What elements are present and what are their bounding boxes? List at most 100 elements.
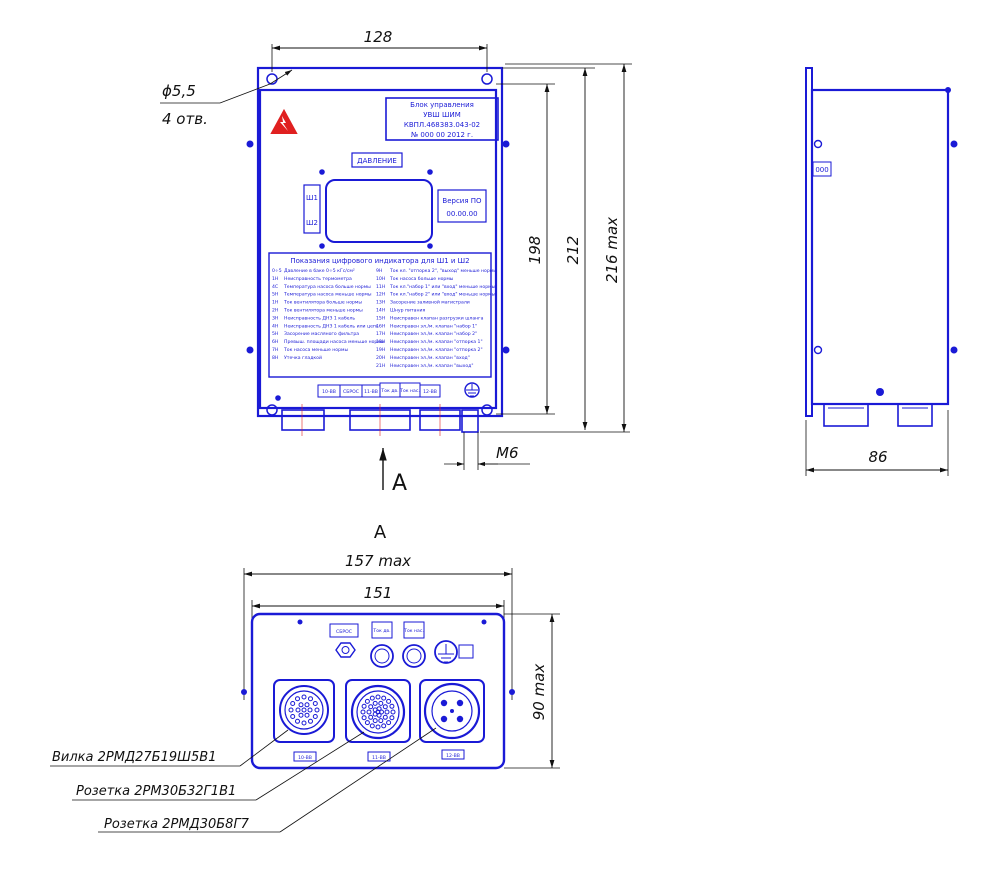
right-row-code: 11Н — [376, 284, 385, 290]
plate-line-2: УВШ ШИМ — [423, 111, 461, 119]
left-row-code: 0÷5 — [272, 268, 282, 274]
digital-indicator — [325, 179, 433, 243]
left-row-code: 1Н — [272, 276, 278, 282]
bottom-housing — [250, 612, 506, 770]
dim-198: 198 — [526, 236, 544, 265]
strip-label-12vv: 12-ВВ — [423, 389, 437, 395]
mount-hole-icon — [266, 73, 278, 85]
connector-pin — [364, 698, 370, 704]
callout-socket-1: Розетка 2РМ30Б32Г1В1 — [76, 784, 236, 799]
socket-connector-12vv — [419, 679, 485, 743]
right-row-code: 15Н — [376, 315, 385, 321]
dim-m6: M6 — [496, 444, 519, 462]
connector-pin — [375, 724, 381, 730]
connector-pin — [386, 698, 392, 704]
connector-pin — [308, 696, 313, 702]
right-row-description: Неисправен эл./м. клапан "отпорка 1" — [390, 339, 483, 345]
left-row-description: Превыш. площади насоса меньше нормы — [284, 339, 385, 345]
left-row-code: 1Н — [272, 300, 278, 306]
left-row-code: 3Н — [272, 315, 278, 321]
name-plate — [385, 97, 499, 141]
connector-pin — [301, 720, 307, 726]
fuse-holder-icon — [402, 644, 426, 668]
plate-line-1: Блок управления — [410, 101, 474, 109]
connector-pin — [369, 723, 375, 729]
plate-line-4: № 000 00 2012 г. — [411, 131, 473, 139]
connector-pin — [382, 714, 388, 720]
connector-pin — [295, 718, 300, 724]
left-row-description: Утечка гладкой — [284, 354, 322, 361]
left-row-description: Ток вентилятора меньше нормы — [283, 308, 363, 314]
left-row-code: 7Н — [272, 347, 278, 353]
code-table — [268, 252, 492, 378]
right-row-code: 16Н — [376, 323, 385, 329]
strip-label-tok-dv: Ток дв. — [380, 388, 398, 394]
dim-86: 86 — [868, 448, 887, 466]
left-row-description: Ток вентилятора больше нормы — [283, 300, 362, 306]
strip-label-tok-nas: Ток нас. — [399, 388, 420, 394]
dim-128: 128 — [364, 28, 393, 46]
connector-pin — [312, 714, 318, 719]
plug-connector-10vv — [273, 679, 335, 743]
connector-pin — [295, 696, 300, 702]
connector-pin — [304, 712, 310, 718]
bottom-label-10vv: 10-ВВ — [298, 755, 312, 761]
right-row-description: Ток насоса больше нормы — [389, 276, 454, 282]
connector-pin — [386, 720, 392, 726]
left-row-description: Давление в баке 0÷5 кГс/см² — [284, 268, 355, 274]
connector-pin — [381, 723, 387, 729]
connector-pin — [361, 715, 367, 721]
connector-pin — [369, 695, 375, 701]
connector-pin — [378, 718, 384, 724]
mount-hole-icon — [481, 73, 493, 85]
connector-pin — [290, 701, 296, 706]
left-row-code: 5Н — [272, 292, 278, 298]
connector-pin — [366, 709, 372, 715]
right-row-code: 18Н — [376, 339, 385, 345]
connector-pin — [304, 702, 310, 708]
left-row-description: Ток насоса меньше нормы — [283, 347, 348, 353]
side-tag: 000 — [815, 166, 828, 174]
front-dimensions: 128 ϕ5,5 4 отв. 198 212 216 max M6 А — [160, 28, 632, 496]
connector-pin — [372, 718, 378, 724]
bottom-tok-dv-label: Ток дв. — [372, 628, 390, 634]
right-row-code: 21Н — [376, 363, 385, 369]
left-row-description: Неисправность ДНЗ 1 кабель или цепь — [284, 323, 379, 329]
left-row-code: 8Н — [272, 355, 278, 361]
right-row-code: 12Н — [376, 292, 385, 298]
connector-pin — [378, 700, 384, 706]
strip-label-11vv: 11-ВВ — [364, 389, 378, 395]
dim-90-max: 90 max — [530, 664, 548, 721]
connector-pin — [384, 709, 390, 715]
connector-pin — [290, 714, 296, 719]
socket-connector-11vv — [345, 679, 411, 743]
left-row-description: Температура насоса меньше нормы — [283, 292, 372, 298]
right-row-description: Неисправен эл./м. клапан "набор 2" — [390, 331, 477, 337]
bottom-view: А 157 max 151 90 max СБРОС Ток дв. Ток н… — [50, 522, 560, 833]
connector-pin — [360, 709, 366, 715]
right-row-description: Шнур питания — [390, 308, 425, 314]
connector-pin — [301, 707, 307, 713]
version-label: Версия ПО — [442, 197, 482, 205]
dim-216-max: 216 max — [603, 217, 621, 283]
bottom-reset-label: СБРОС — [336, 629, 352, 635]
right-row-description: Засорение заливной магистрали — [390, 299, 470, 306]
connector-pin — [308, 718, 313, 724]
side-view: 000 86 — [805, 67, 958, 476]
right-row-description: Неисправен клапан разгрузки шланга — [390, 315, 484, 321]
connector-pin — [375, 709, 381, 715]
left-row-description: Засорение масляного фильтра — [284, 331, 359, 337]
mount-hole-icon — [266, 404, 278, 416]
right-row-code: 17Н — [376, 331, 385, 337]
right-row-code: 19Н — [376, 347, 385, 353]
left-row-code: 6Н — [272, 339, 278, 345]
callout-plug: Вилка 2РМД27Б19Ш5В1 — [52, 750, 216, 765]
connector-pin — [390, 709, 396, 715]
bottom-tok-nas-label: Ток нас. — [403, 628, 424, 634]
table-title: Показания цифрового индикатора для Ш1 и … — [290, 257, 469, 265]
connector-pin — [368, 704, 374, 710]
ground-terminal-icon — [434, 640, 458, 664]
right-row-description: Неисправен эл./м. клапан "отпорка 2" — [390, 347, 483, 353]
